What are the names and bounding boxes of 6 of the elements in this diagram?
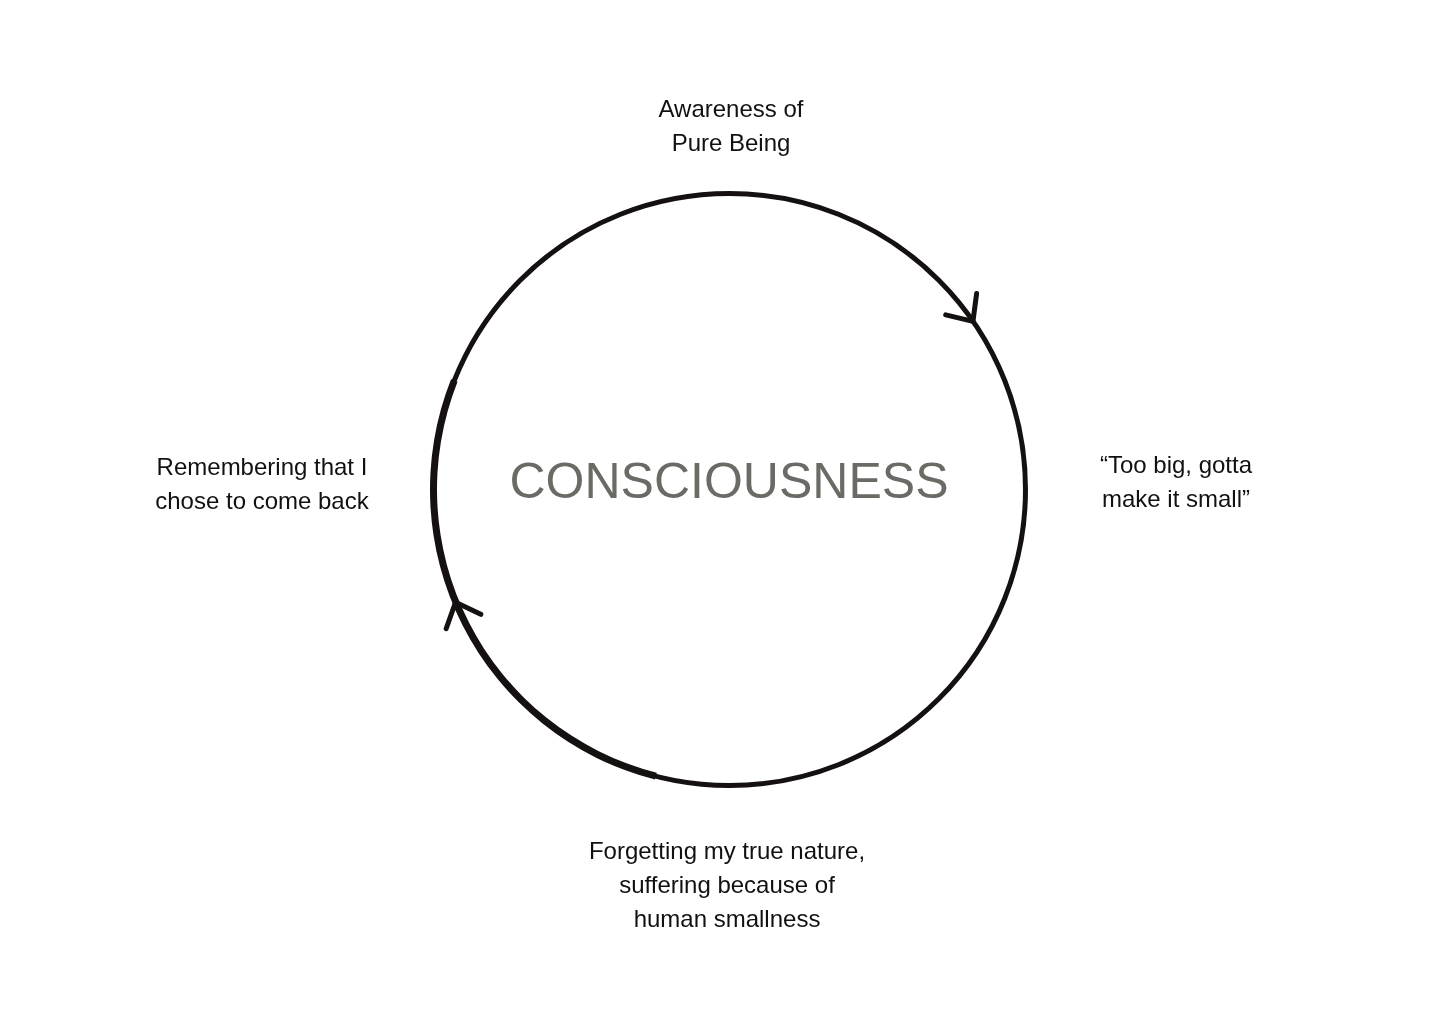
stage-label: Forgetting my true nature, suffering because of human smallness — [587, 836, 867, 934]
stage-label: “Too big, gotta make it small” — [1098, 450, 1254, 514]
stage-label: Awareness of Pure Being — [657, 94, 805, 158]
stage-label: Remembering that I chose to come back — [154, 452, 370, 516]
cycle-circle — [430, 190, 1028, 788]
center-label: CONSCIOUSNESS — [509, 452, 949, 511]
